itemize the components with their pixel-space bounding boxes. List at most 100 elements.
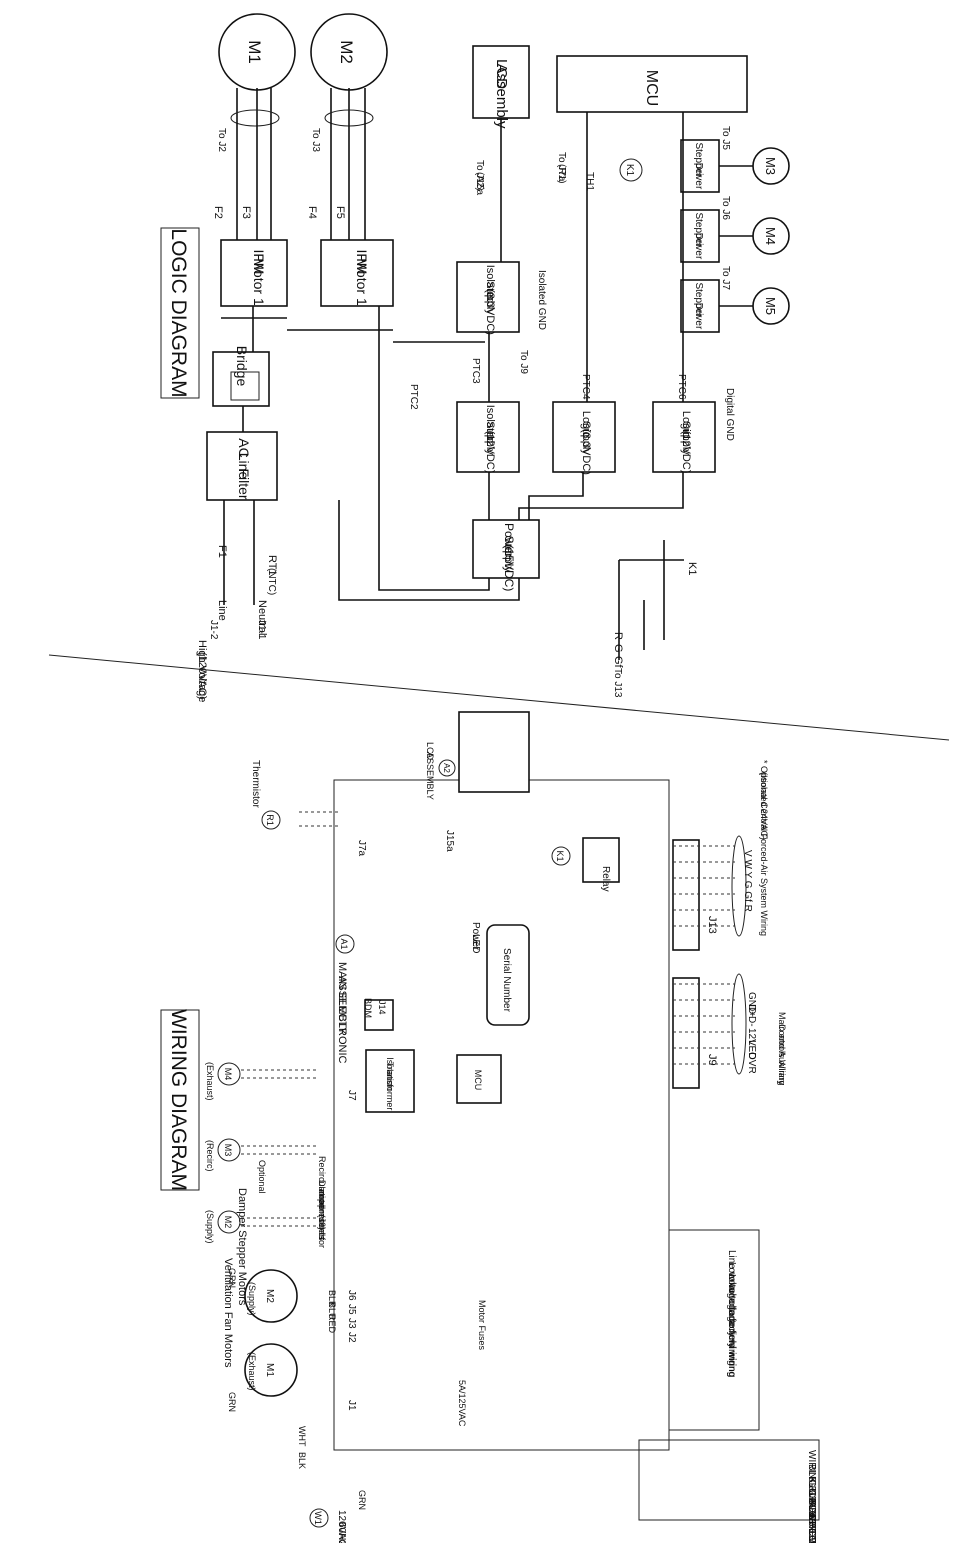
j5-label: J5 [346, 1304, 357, 1315]
damper-motor-m3: M3 [217, 1138, 241, 1162]
vent-exhaust-label: (Exhaust) [247, 1352, 257, 1391]
j6-label: J6 [346, 1290, 357, 1301]
cord-blk-label: BLK [297, 1452, 307, 1469]
damper-m4-label: M4 [223, 1068, 233, 1081]
fuse-rating-label: 5A/125VAC [457, 1380, 467, 1427]
j1-1-label: J1-1 [256, 620, 267, 640]
k1-hex: K1 [551, 846, 571, 866]
cord-wht-label: WHT [297, 1426, 307, 1447]
motor-m1: M1 [218, 13, 296, 91]
color-code-red: RED RED [806, 1500, 817, 1543]
color-code-title: WIRING COLOR CODE [806, 1450, 817, 1543]
logic-title-box [160, 227, 200, 399]
to-j7-label: To J7 [720, 266, 731, 290]
j9-label: J9 [706, 1054, 718, 1066]
vent-blk-label: BLK [327, 1290, 337, 1307]
motor-m2-label: M2 [337, 40, 356, 64]
j7a-label: J7a [356, 840, 367, 857]
j14-label: J14 [377, 1000, 387, 1015]
vent-m1-label: M1 [264, 1363, 275, 1377]
relay-contact-wires [618, 540, 684, 660]
digital-gnd-label: Digital GND [724, 388, 735, 441]
motor-m3: M3 [752, 147, 790, 185]
damper-supply-label: (Supply) [205, 1210, 215, 1244]
legend-line-voltage: Line voltage factory wiring [726, 1250, 737, 1366]
fuse-f5-label: F5 [334, 206, 346, 219]
vent-supply-label: (Supply) [247, 1282, 257, 1316]
motor-m5: M5 [752, 287, 790, 325]
m1-wire-bundle [230, 109, 280, 127]
j13-label: J13 [706, 916, 718, 934]
j14-bdm-connector [364, 999, 394, 1031]
j13-wires [673, 845, 735, 927]
mcu-block: MCU [556, 55, 748, 113]
j13-connector [672, 839, 700, 951]
damper-exhaust-label: (Exhaust) [205, 1062, 215, 1101]
damper-m3-label: M3 [223, 1144, 233, 1157]
lcd-assembly-label-1: LCD [425, 742, 435, 761]
iso-transformer-label-2: Transformer [385, 1062, 395, 1111]
ipm2-line1: IPM [354, 250, 370, 275]
j13-caption-2: (Isolated 24VAC) [759, 772, 769, 840]
relay-device [582, 837, 620, 883]
stepper3-line2: Driver [693, 303, 704, 330]
k1-contact-label: K1 [686, 562, 698, 575]
m2-wires [330, 88, 366, 118]
j9-pin-led: LED [746, 1040, 757, 1059]
lcd-assembly-device [458, 711, 530, 793]
color-code-box [638, 1439, 820, 1521]
damper-motor-m2: M2 [217, 1210, 241, 1234]
to-j13-label: To J13 [612, 668, 623, 698]
a1-hex: A1 [335, 934, 355, 954]
iso12-line1: Isolated [484, 405, 496, 444]
j2-label: J2 [346, 1332, 357, 1343]
high-voltage-rating: (120VAC) [196, 652, 208, 699]
psu-feed-wires [338, 306, 520, 601]
a1-hex-label: A1 [339, 938, 349, 949]
legend-low-field: Low voltage field wiring [726, 1274, 737, 1377]
damper-recirc-label: (Recirc) [205, 1140, 215, 1172]
j9-wires [673, 983, 735, 1065]
gf-terminal-label: Gf [612, 656, 624, 669]
motor-fuses-label: Motor Fuses [477, 1300, 487, 1351]
power-led-label-2: LED [470, 934, 481, 953]
damper-motor-m4: M4 [217, 1062, 241, 1086]
stepper3-line1: Stepper [693, 282, 704, 318]
ipm2-line2: Motor 1 [354, 258, 370, 306]
j9-pin-ovr: OVR [746, 1052, 757, 1074]
logic33-line2: Supply [580, 421, 592, 455]
th1-label: TH1 [584, 172, 595, 191]
wiring-title: WIRING DIAGRAM [167, 1009, 190, 1191]
r1-label: (R1) [556, 164, 567, 183]
filter-line3: Filter [236, 468, 252, 499]
iso33-line2: Supply [484, 281, 496, 315]
ptc3-label: PTC3 [470, 358, 481, 384]
psu-line3: (15VDC) [502, 545, 516, 592]
iso33-line3: (3.3VDC) [484, 289, 496, 335]
j9-pin-dplus: D+ [746, 1004, 757, 1017]
vent-motor-m1: M1 [244, 1343, 298, 1397]
j13-wire-bundle [731, 835, 747, 937]
lcd-assembly-block: LCD Assembly [472, 45, 530, 129]
bus-wires [221, 317, 485, 343]
legend-low-factory: Low voltage factory wiring [726, 1262, 737, 1377]
j7-label: J7 [346, 1090, 357, 1101]
motor-m4-label: M4 [763, 227, 778, 245]
to-j6-label: To J6 [720, 196, 731, 220]
ipm-motor1-block-b: IPM Motor 1 [320, 239, 394, 307]
power-rating-1: 120VAC [336, 1510, 347, 1543]
to-j9-label: To J9 [518, 350, 529, 374]
to-j2-label: To J2 [216, 128, 227, 152]
vent-grn-label-2: GRN [227, 1392, 237, 1412]
relay-label: Relay [600, 866, 611, 892]
filter-line2: Line [236, 453, 252, 480]
psu-line2: Supply [502, 536, 516, 573]
vent-blu-label: BLU [327, 1302, 337, 1320]
rt1-label: RT1 [266, 555, 278, 576]
